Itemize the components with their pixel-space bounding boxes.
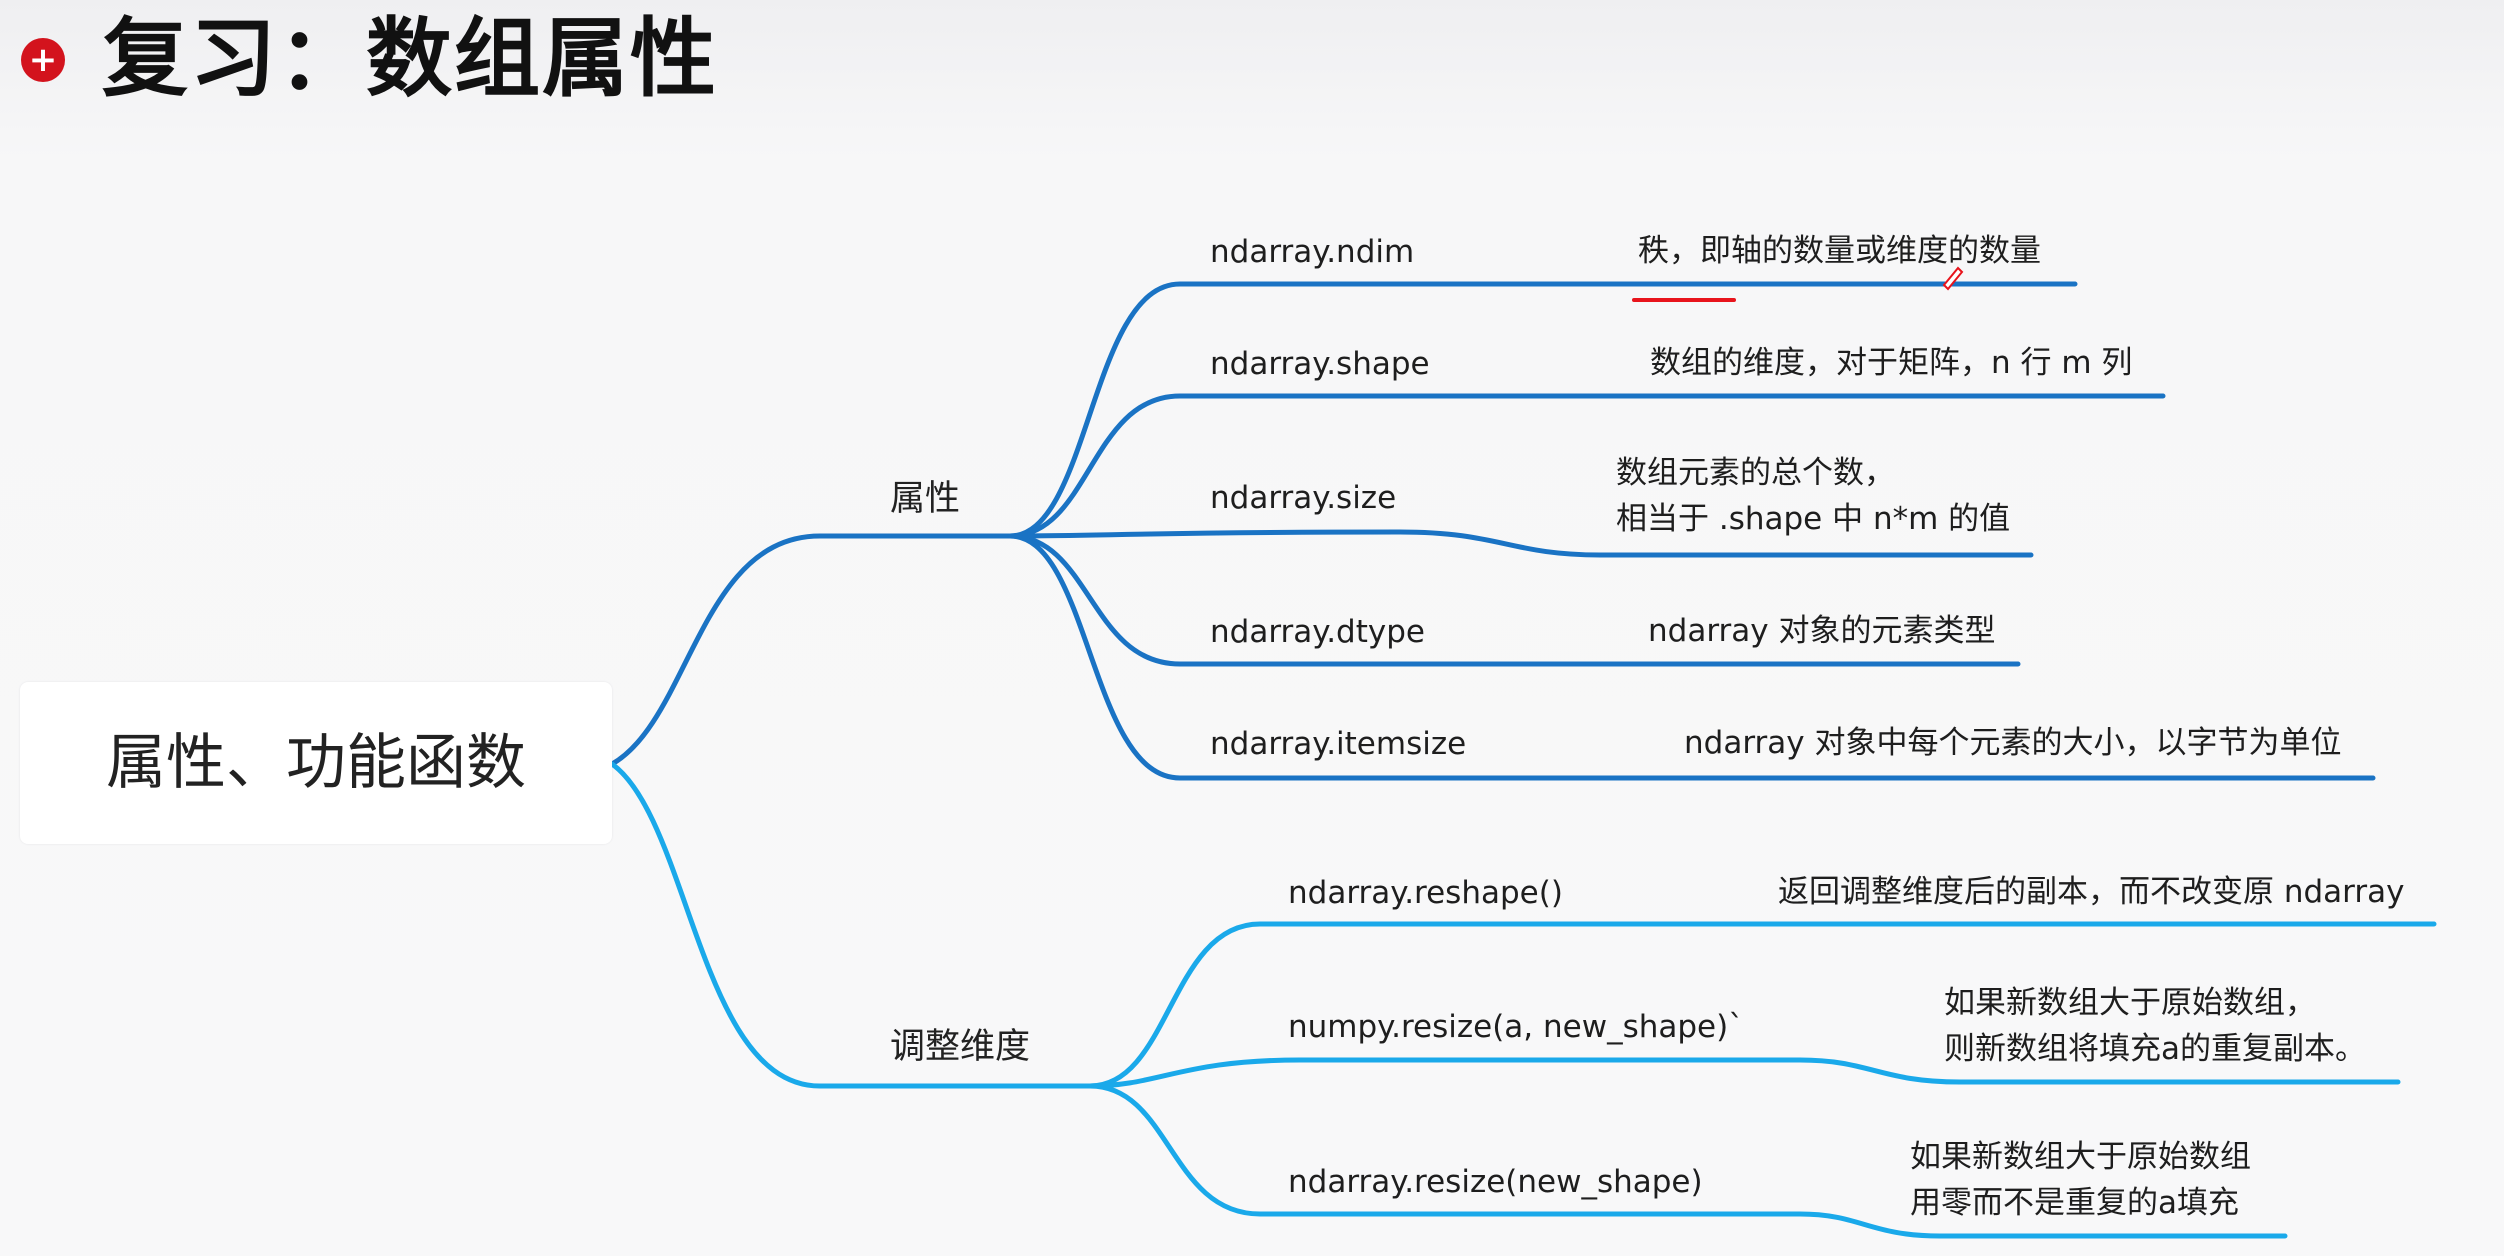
desc-size: 数组元素的总个数， 相当于 .shape 中 n*m 的值 — [1616, 455, 2011, 537]
connector-size — [1007, 529, 2034, 558]
desc-ndarray-resize: 如果新数组大于原始数组 用零而不是重复的a填充 — [1910, 1139, 2251, 1221]
desc-dtype: ndarray 对象的元素类型 — [1648, 613, 1996, 649]
connector-shape — [1007, 393, 2166, 539]
root-label: 属性、功能函数 — [106, 728, 526, 798]
desc-numpy-resize: 如果新数组大于原始数组， 则新数组将填充a的重复副本。 — [1944, 985, 2366, 1067]
slide-header: + 复习：数组属性 — [0, 0, 2504, 140]
node-size: ndarray.size — [1210, 480, 1397, 516]
node-shape: ndarray.shape — [1210, 346, 1430, 382]
node-itemsize: ndarray.itemsize — [1210, 726, 1467, 762]
desc-itemsize: ndarray 对象中每个元素的大小，以字节为单位 — [1684, 725, 2342, 761]
node-numpy-resize: numpy.resize(a, new_shape)` — [1288, 1009, 1744, 1045]
connector-reshape-fn — [1087, 921, 2437, 1089]
connector-itemsize — [1007, 533, 2376, 781]
connector-root-reshape — [609, 761, 1093, 1089]
desc-ndim: 秩，即轴的数量或维度的数量 — [1638, 233, 2041, 269]
branch-label-reshape: 调整维度 — [890, 1027, 1031, 1067]
node-ndim: ndarray.ndim — [1210, 234, 1415, 270]
node-ndarray-resize: ndarray.resize(new_shape) — [1288, 1164, 1703, 1200]
connector-dtype — [1007, 533, 2021, 667]
connector-root-attributes — [609, 533, 1013, 767]
connector-ndim — [1007, 281, 2078, 539]
pen-cursor-icon — [1942, 266, 1964, 291]
node-dtype: ndarray.dtype — [1210, 614, 1425, 650]
desc-shape: 数组的维度，对于矩阵，n 行 m 列 — [1650, 345, 2133, 381]
red-circle-plus-icon: + — [21, 38, 65, 82]
branch-label-attributes: 属性 — [890, 479, 961, 519]
root-node: 属性、功能函数 — [20, 682, 612, 844]
connector-numpy-resize — [1087, 1057, 2401, 1089]
slide-title: 复习：数组属性 — [102, 9, 718, 109]
connector-ndarray-resize — [1087, 1083, 2288, 1239]
node-reshape-fn: ndarray.reshape() — [1288, 875, 1563, 911]
desc-reshape-fn: 返回调整维度后的副本，而不改变原 ndarray — [1778, 874, 2405, 910]
